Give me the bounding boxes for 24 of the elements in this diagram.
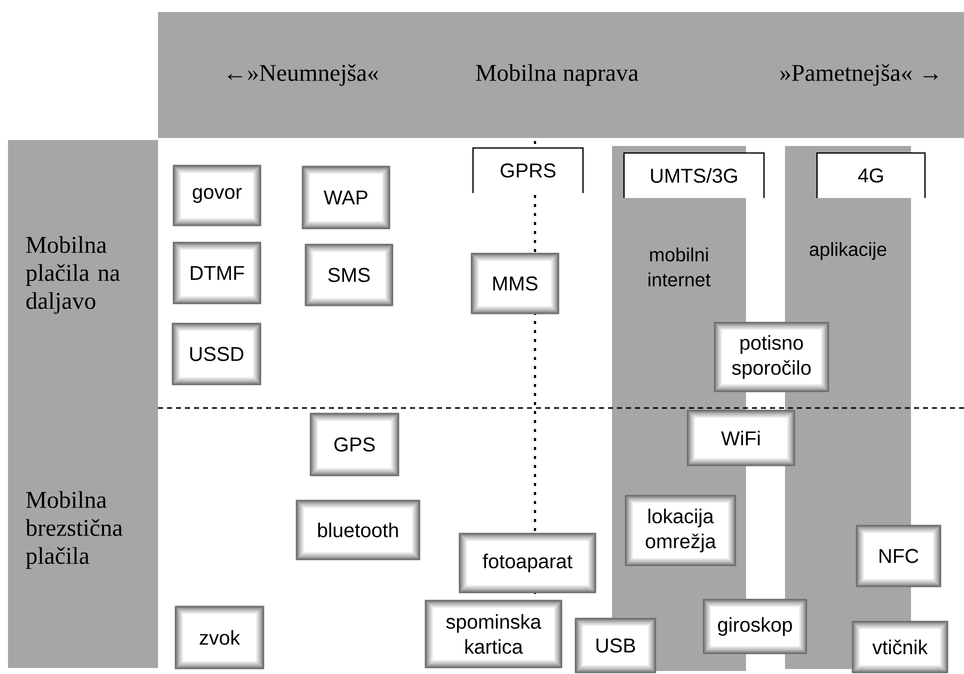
feature-box: giroskop [702, 598, 808, 654]
header-band: ←»Neumnejša« Mobilna naprava »Pametnejša« → [158, 12, 964, 138]
feature-box: vtičnik [852, 620, 948, 674]
feature-box: MMS [470, 252, 560, 314]
node-label: GPRS [500, 163, 556, 178]
feature-box: WiFi [686, 410, 796, 466]
feature-box: potisno sporočilo [714, 322, 830, 392]
feature-box: GPS [310, 412, 400, 476]
feature-box: bluetooth [296, 500, 420, 560]
feature-box: spominska kartica [424, 600, 562, 668]
network-bracket: GPRS [472, 147, 584, 193]
side-band: Mobilna plačila na daljavo Mobilna brezstična plačila [8, 140, 158, 668]
feature-box: fotoaparat [458, 532, 596, 594]
feature-box: WAP [302, 166, 390, 230]
feature-box: USSD [172, 322, 262, 386]
feature-box: DTMF [172, 242, 262, 304]
feature-box: lokacija omrežja [624, 494, 736, 566]
network-bracket: UMTS/3G [623, 152, 765, 198]
feature-box: zvok [174, 606, 264, 670]
feature-box: SMS [304, 244, 394, 306]
feature-box: govor [172, 164, 262, 226]
feature-box: NFC [856, 524, 942, 588]
feature-box: USB [574, 618, 656, 674]
network-bracket: 4G [816, 152, 926, 198]
